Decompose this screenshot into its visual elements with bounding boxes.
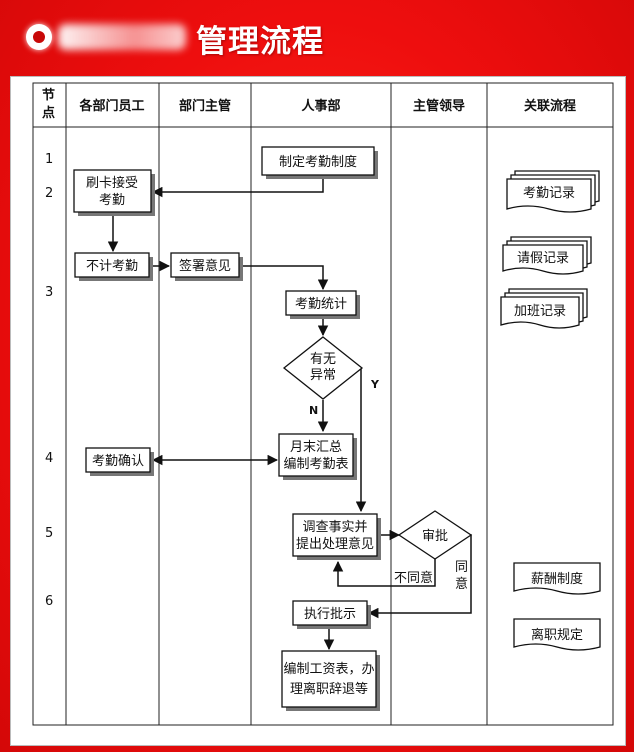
header-employee: 各部门员工: [78, 98, 144, 114]
svg-text:考勤确认: 考勤确认: [92, 454, 144, 469]
header-node-1: 节: [42, 87, 55, 103]
step-make-policy: 制定考勤制度: [261, 146, 378, 179]
svg-text:异常: 异常: [310, 368, 336, 383]
svg-text:调查事实并: 调查事实并: [302, 520, 367, 535]
svg-text:离职规定: 离职规定: [531, 627, 583, 643]
svg-text:签署意见: 签署意见: [179, 258, 231, 274]
svg-text:审批: 审批: [422, 529, 448, 544]
svg-text:制定考勤制度: 制定考勤制度: [279, 154, 357, 170]
svg-text:月末汇总: 月末汇总: [290, 440, 342, 455]
header-hr: 人事部: [301, 98, 340, 114]
node-number: 3: [45, 285, 53, 300]
svg-text:编制工资表，办: 编制工资表，办: [283, 662, 374, 677]
flowchart-paper: 节 点 各部门员工 部门主管 人事部 主管领导 关联流程 1 2 3 4 5 6: [10, 76, 626, 746]
svg-text:加班记录: 加班记录: [514, 304, 566, 319]
node-number: 2: [45, 186, 53, 201]
blurred-title-part: [58, 24, 186, 50]
svg-text:编制考勤表: 编制考勤表: [283, 457, 348, 472]
step-swipe-card: 刷卡接受 考勤: [73, 169, 155, 216]
node-number: 5: [45, 526, 53, 541]
svg-text:刷卡接受: 刷卡接受: [86, 175, 138, 191]
title-bar: 管理流程: [0, 0, 634, 70]
arrow-sign-to-stats: [241, 265, 329, 291]
step-attendance-stats: 考勤统计: [285, 290, 360, 319]
arrow-policy-to-swipe: [151, 179, 324, 198]
node-number: 6: [45, 594, 53, 609]
label-yes: Y: [370, 378, 380, 391]
header-leader: 主管领导: [413, 98, 465, 114]
svg-text:请假记录: 请假记录: [517, 251, 569, 266]
svg-text:理离职辞退等: 理离职辞退等: [290, 681, 368, 697]
emblem-icon: [26, 24, 52, 50]
flowchart-svg: 节 点 各部门员工 部门主管 人事部 主管领导 关联流程 1 2 3 4 5 6: [32, 82, 614, 726]
node-number: 1: [45, 152, 53, 167]
label-no: N: [309, 404, 318, 417]
arrow-disagree: [332, 559, 436, 587]
svg-text:考勤: 考勤: [99, 193, 125, 208]
swimlane-grid: [32, 82, 614, 726]
doc-attendance-record: 考勤记录: [506, 170, 600, 213]
svg-text:有无: 有无: [310, 352, 336, 367]
svg-text:提出处理意见: 提出处理意见: [296, 536, 374, 552]
svg-text:执行批示: 执行批示: [304, 607, 356, 622]
header-dept-manager: 部门主管: [179, 98, 231, 114]
svg-text:不计考勤: 不计考勤: [86, 259, 138, 274]
node-number: 4: [45, 451, 53, 466]
step-monthly-summary: 月末汇总 编制考勤表: [278, 433, 357, 480]
step-investigate: 调查事实并 提出处理意见: [292, 513, 381, 560]
step-payroll: 编制工资表，办 理离职辞退等: [281, 650, 380, 711]
step-attendance-confirm: 考勤确认: [85, 447, 154, 476]
step-sign-opinion: 签署意见: [170, 252, 243, 281]
doc-salary-policy: 薪酬制度: [513, 562, 601, 595]
svg-text:考勤记录: 考勤记录: [523, 186, 575, 201]
step-execute: 执行批示: [292, 600, 371, 629]
label-agree-2: 意: [455, 576, 468, 592]
label-agree-1: 同: [455, 560, 468, 575]
step-no-attendance: 不计考勤: [74, 252, 153, 281]
doc-leave-record: 请假记录: [502, 236, 592, 275]
label-disagree: 不同意: [394, 570, 433, 586]
decision-abnormal: 有无 异常: [282, 336, 364, 400]
decision-approve: 审批: [397, 510, 473, 560]
svg-text:考勤统计: 考勤统计: [295, 297, 347, 312]
header-node-2: 点: [42, 105, 55, 121]
page-title: 管理流程: [196, 24, 324, 60]
table-border: [32, 82, 614, 726]
doc-resign-rule: 离职规定: [513, 618, 601, 651]
doc-overtime-record: 加班记录: [500, 288, 588, 329]
header-related: 关联流程: [524, 98, 576, 114]
svg-text:薪酬制度: 薪酬制度: [531, 571, 583, 587]
